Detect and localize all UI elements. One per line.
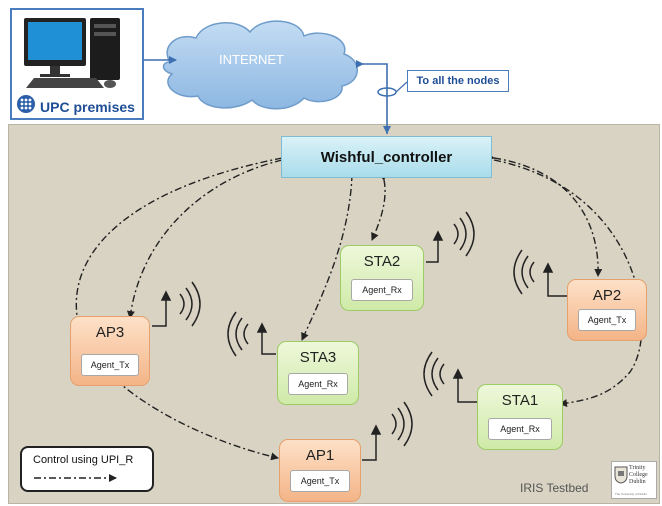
node-title: AP3 bbox=[95, 324, 125, 341]
trinity-college-logo: Trinity College Dublin The University of… bbox=[611, 461, 657, 499]
antenna-ap1 bbox=[362, 401, 413, 461]
node-sta3[interactable]: STA3 Agent_Rx bbox=[277, 341, 359, 405]
tcd-name: Trinity College Dublin bbox=[629, 465, 648, 485]
antenna-sta3 bbox=[227, 311, 276, 357]
agent-label: Agent_Tx bbox=[578, 309, 636, 331]
wishful-controller-box[interactable]: Wishful_controller bbox=[281, 136, 492, 178]
node-title: STA2 bbox=[363, 253, 401, 270]
tcd-subtitle: The University of Dublin bbox=[615, 492, 647, 496]
agent-label: Agent_Rx bbox=[288, 373, 348, 395]
node-ap1[interactable]: AP1 Agent_Tx bbox=[279, 439, 361, 502]
control-arrow-ap3-b bbox=[126, 154, 290, 319]
upc-premises-label: UPC premises bbox=[40, 99, 135, 115]
antenna-sta2 bbox=[426, 211, 475, 263]
node-title: STA3 bbox=[299, 349, 337, 366]
agent-label: Agent_Rx bbox=[488, 418, 552, 440]
iris-testbed-label: IRIS Testbed bbox=[520, 481, 589, 495]
legend-label: Control using UPI_R bbox=[33, 454, 134, 466]
node-ap2[interactable]: AP2 Agent_Tx bbox=[567, 279, 647, 341]
node-sta1[interactable]: STA1 Agent_Rx bbox=[477, 384, 563, 450]
node-title: AP1 bbox=[305, 447, 335, 464]
internet-label: INTERNET bbox=[219, 52, 284, 67]
legend-box bbox=[20, 446, 154, 492]
to-all-nodes-label: To all the nodes bbox=[407, 70, 509, 92]
antenna-ap2 bbox=[513, 249, 568, 297]
node-title: STA1 bbox=[501, 392, 539, 409]
node-ap3[interactable]: AP3 Agent_Tx bbox=[70, 316, 150, 386]
agent-label: Agent_Tx bbox=[290, 470, 350, 492]
node-sta2[interactable]: STA2 Agent_Rx bbox=[340, 245, 424, 311]
control-arrow-sta2 bbox=[371, 172, 387, 241]
control-arrow-ap3-a bbox=[75, 157, 283, 461]
upc-logo bbox=[17, 95, 35, 113]
antenna-sta1 bbox=[423, 351, 478, 403]
internet-cloud bbox=[162, 20, 358, 110]
agent-label: Agent_Rx bbox=[351, 279, 413, 301]
agent-label: Agent_Tx bbox=[81, 354, 139, 376]
crest-icon bbox=[614, 466, 628, 484]
controller-label: Wishful_controller bbox=[320, 148, 453, 166]
node-title: AP2 bbox=[592, 287, 622, 304]
antenna-ap3 bbox=[152, 281, 201, 327]
control-arrow-sta3 bbox=[301, 166, 357, 341]
internet-controller-link bbox=[362, 63, 388, 134]
control-arrow-ap2 bbox=[486, 152, 603, 277]
